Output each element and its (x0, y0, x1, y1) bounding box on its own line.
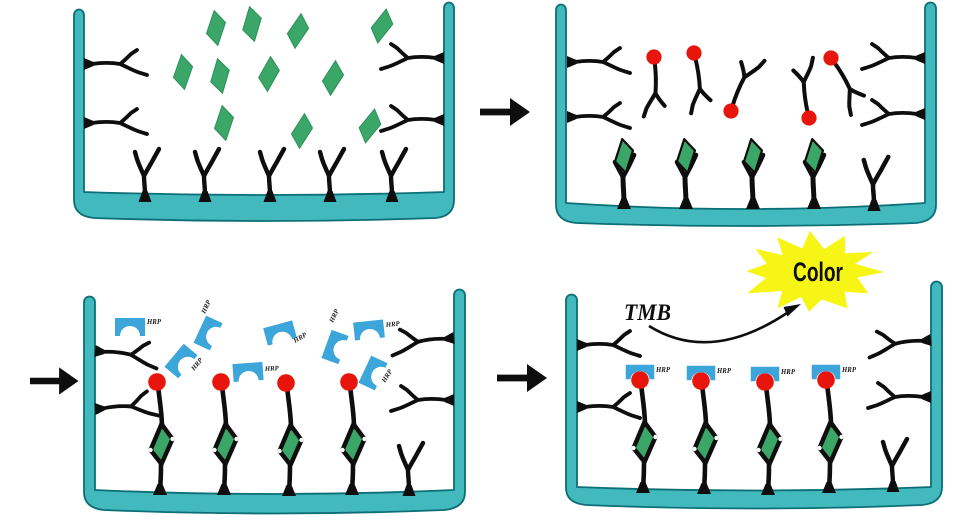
svg-text:HRP: HRP (780, 369, 796, 376)
svg-text:HRP: HRP (841, 367, 857, 374)
svg-text:HRP: HRP (264, 365, 280, 373)
svg-text:Color: Color (793, 257, 843, 287)
svg-text:HRP: HRP (384, 320, 400, 329)
svg-text:HRP: HRP (655, 367, 671, 374)
svg-text:HRP: HRP (146, 319, 162, 326)
svg-text:TMB: TMB (624, 300, 671, 325)
svg-text:HRP: HRP (716, 368, 732, 375)
